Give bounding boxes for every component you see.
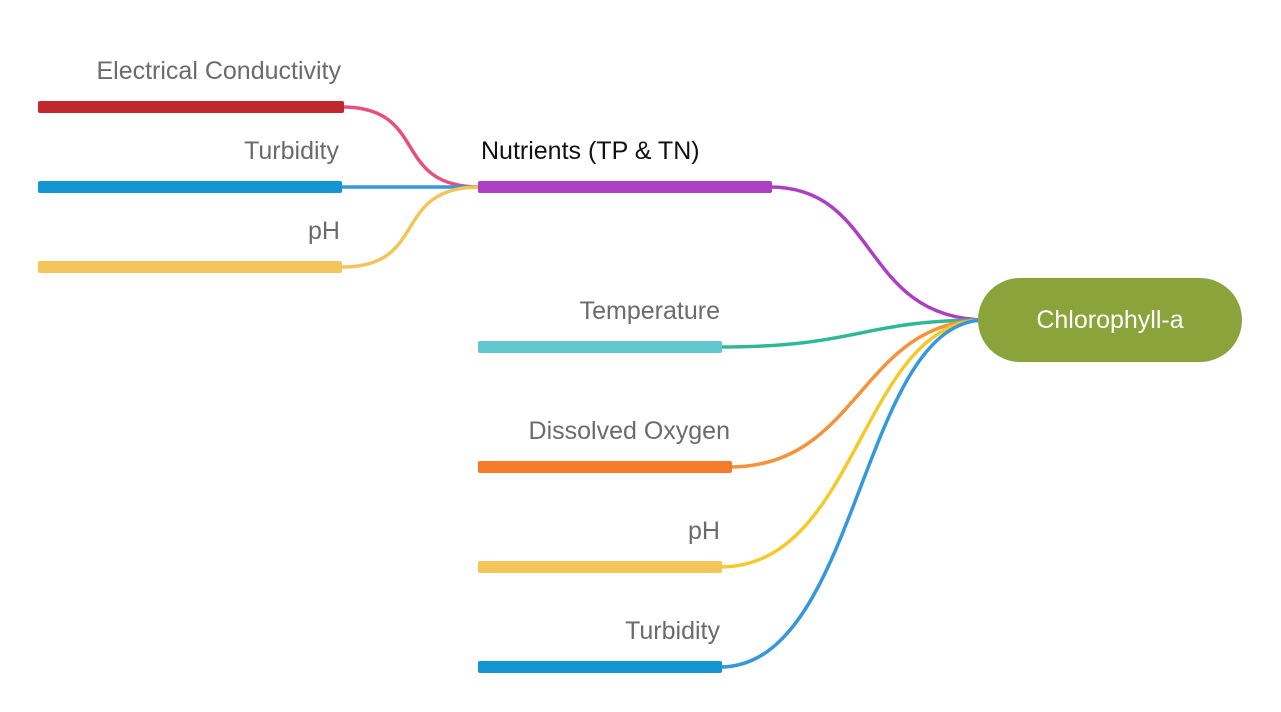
- label-nutrients: Nutrients (TP & TN): [481, 137, 700, 165]
- root-node-chlorophyll-a[interactable]: Chlorophyll-a: [978, 278, 1242, 362]
- bar-ph[interactable]: [478, 561, 722, 573]
- label-temperature: Temperature: [579, 297, 720, 325]
- label-sub-turbidity: Turbidity: [244, 137, 339, 165]
- label-dissolved-oxygen: Dissolved Oxygen: [528, 417, 730, 445]
- label-electrical-conductivity: Electrical Conductivity: [96, 57, 341, 85]
- bar-electrical-conductivity[interactable]: [38, 101, 344, 113]
- connector-nutrients: [769, 185, 986, 322]
- bar-turbidity[interactable]: [478, 661, 722, 673]
- bar-temperature[interactable]: [478, 341, 722, 353]
- bar-dissolved-oxygen[interactable]: [478, 461, 732, 473]
- bar-sub-ph[interactable]: [38, 261, 342, 273]
- connector-electrical-conductivity: [341, 105, 481, 189]
- label-ph: pH: [688, 517, 720, 545]
- connector-dissolved-oxygen: [729, 318, 986, 469]
- connector-sub-ph: [341, 185, 481, 269]
- connector-turbidity: [719, 318, 986, 669]
- connector-ph: [719, 318, 986, 569]
- root-label: Chlorophyll-a: [1036, 305, 1184, 334]
- bar-nutrients[interactable]: [478, 181, 772, 193]
- label-turbidity: Turbidity: [625, 617, 720, 645]
- bar-sub-turbidity[interactable]: [38, 181, 342, 193]
- label-sub-ph: pH: [308, 217, 340, 245]
- connector-temperature: [719, 318, 986, 349]
